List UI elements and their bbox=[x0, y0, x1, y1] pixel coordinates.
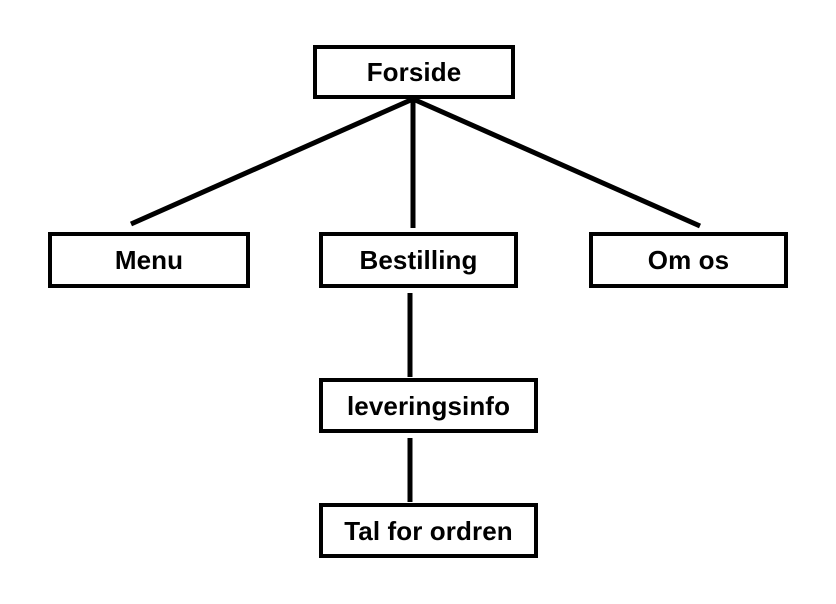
node-bestilling-label: Bestilling bbox=[359, 245, 478, 275]
node-forside-label: Forside bbox=[366, 57, 462, 87]
connector-forside-menu bbox=[129, 96, 415, 227]
node-bestilling[interactable]: Bestilling bbox=[319, 232, 518, 288]
node-tal-for-ordren[interactable]: Tal for ordren bbox=[319, 503, 538, 558]
node-om-os[interactable]: Om os bbox=[589, 232, 788, 288]
node-forside[interactable]: Forside bbox=[313, 45, 515, 99]
node-om-os-label: Om os bbox=[647, 245, 730, 275]
node-menu[interactable]: Menu bbox=[48, 232, 250, 288]
node-leveringsinfo[interactable]: leveringsinfo bbox=[319, 378, 538, 433]
connector-forside-omos bbox=[411, 96, 702, 229]
node-menu-label: Menu bbox=[114, 245, 184, 275]
node-leveringsinfo-label: leveringsinfo bbox=[346, 390, 511, 421]
node-tal-for-ordren-label: Tal for ordren bbox=[344, 515, 513, 546]
